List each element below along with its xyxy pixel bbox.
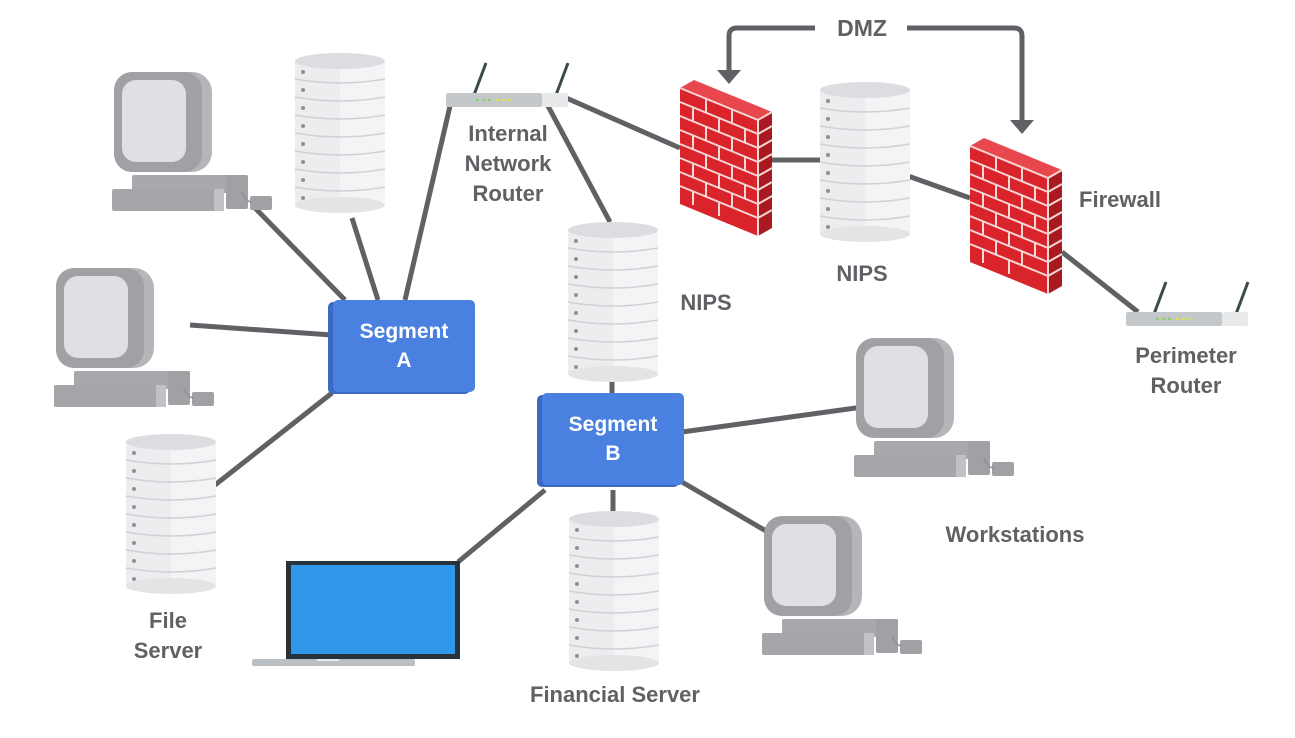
internal-router-label: Internal Network Router: [464, 121, 552, 206]
laptop-icon: [252, 561, 460, 666]
perimeter-router-icon: [1124, 280, 1250, 328]
dmz-bracket: [717, 25, 1034, 134]
workstation-icon: [853, 337, 1015, 478]
firewall-perimeter-icon: [969, 137, 1063, 295]
workstation-icon: [53, 267, 215, 408]
link-server-a-segment-a: [349, 217, 381, 301]
server-icon: [294, 52, 386, 214]
arrow-down-icon: [717, 70, 741, 84]
nips-internal-label: NIPS: [680, 290, 732, 315]
workstations-label: Workstations: [945, 522, 1085, 547]
segment-a-switch: Segment A: [333, 300, 475, 392]
link-ws-a2-segment-a: [189, 322, 333, 338]
segment-b-label: Segment B: [568, 413, 658, 465]
nips-dmz-icon: [819, 81, 911, 243]
nips-dmz-label: NIPS: [836, 261, 888, 286]
file-server-icon: [125, 433, 217, 595]
perimeter-router-label: Perimeter Router: [1135, 343, 1237, 398]
nips-internal-icon: [567, 221, 659, 383]
segment-b-switch: Segment B: [542, 393, 684, 485]
file-server-label: File Server: [133, 608, 203, 663]
link-file-server-segment-a: [213, 391, 334, 487]
arrow-down-icon: [1010, 120, 1034, 134]
dmz-label: DMZ: [837, 15, 887, 41]
financial-server-icon: [568, 510, 660, 672]
link-router-segment-a: [402, 105, 453, 301]
link-firewall-perimeter-router: [1060, 250, 1140, 314]
firewall-label: Firewall: [1079, 187, 1161, 212]
workstation-icon: [111, 71, 273, 212]
link-segment-b-laptop: [456, 488, 547, 564]
workstation-icon: [761, 515, 923, 656]
firewall-internal-icon: [679, 79, 773, 237]
internal-router-icon: [444, 61, 570, 109]
financial-server-label: Financial Server: [530, 682, 700, 707]
link-router-nips: [545, 104, 613, 224]
link-router-firewall: [562, 94, 682, 151]
link-ws-a1-segment-a: [253, 206, 347, 302]
segment-a-label: Segment A: [359, 320, 449, 372]
link-nips-dmz-firewall: [907, 173, 971, 201]
